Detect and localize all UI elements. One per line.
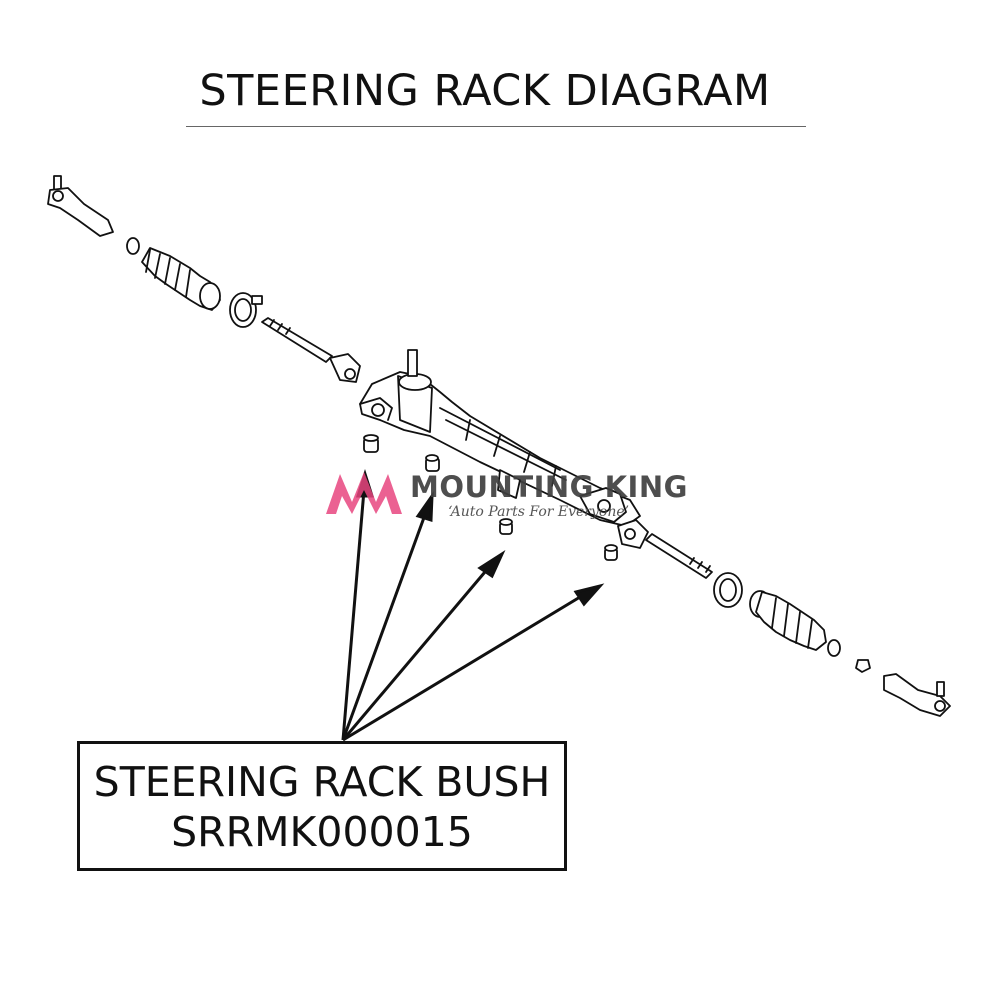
watermark-brand: MOUNTING KING — [410, 470, 688, 504]
left-band-clamp — [229, 292, 263, 328]
left-inner-tie-rod — [261, 317, 361, 383]
callout-arrows — [341, 469, 605, 742]
part-name: STEERING RACK BUSH — [93, 758, 551, 806]
left-small-clamp — [126, 237, 140, 255]
title-underline — [186, 126, 806, 127]
watermark-tagline: ‘Auto Parts For Everyone’ — [448, 504, 630, 520]
rack-bushes — [363, 434, 618, 561]
right-small-clamp — [827, 639, 871, 673]
part-code: SRRMK000015 — [171, 808, 473, 856]
part-callout-box: STEERING RACK BUSH SRRMK000015 — [77, 741, 567, 871]
right-band-clamp — [713, 572, 743, 608]
right-inner-tie-rod — [617, 519, 713, 579]
right-tie-rod-end — [883, 673, 951, 717]
diagram-title: STEERING RACK DIAGRAM — [199, 66, 771, 116]
left-tie-rod-end — [47, 175, 114, 237]
mounting-king-logo-icon — [326, 472, 402, 514]
left-rack-boot — [141, 247, 221, 311]
right-rack-boot — [749, 590, 827, 651]
rack-housing — [359, 349, 641, 527]
mounting-king-watermark: MOUNTING KING ‘Auto Parts For Everyone’ — [322, 468, 687, 528]
